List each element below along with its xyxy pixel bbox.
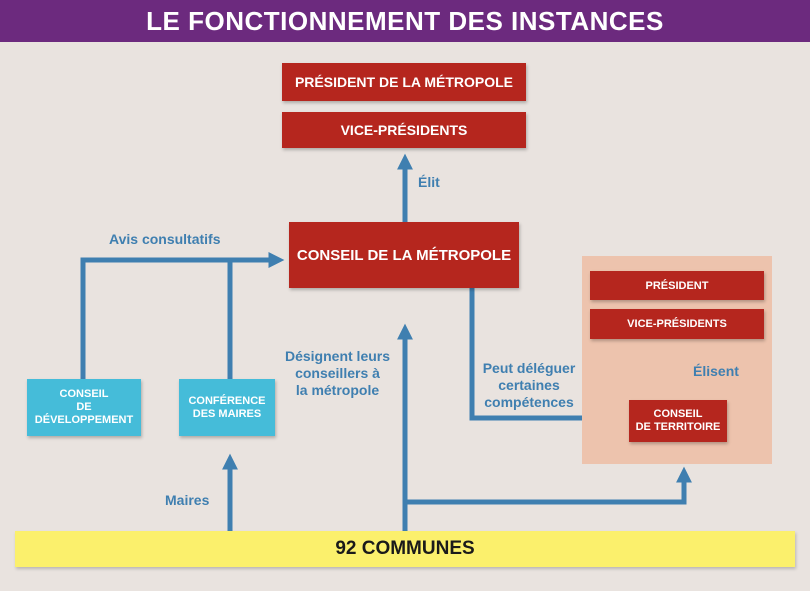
label-deleguer: Peut déléguer certaines compétences [482,360,576,410]
vice-presidents-box: VICE-PRÉSIDENTS [282,112,526,148]
label-avis-consultatifs: Avis consultatifs [109,231,221,247]
conseil-developpement-box: CONSEIL DE DÉVELOPPEMENT [27,379,141,436]
president-metropole-box: PRÉSIDENT DE LA MÉTROPOLE [282,63,526,101]
arrow-deleguer [469,288,615,427]
label-elisent: Élisent [693,363,739,379]
page-title: LE FONCTIONNEMENT DES INSTANCES [0,0,810,42]
label-elit: Élit [418,174,440,190]
label-maires: Maires [165,492,210,508]
arrow-avis-consultatifs [80,251,285,379]
label-designent: Désignent leurs conseillers à la métropo… [284,348,391,398]
territoire-vice-presidents-box: VICE-PRÉSIDENTS [590,309,764,339]
territoire-president-box: PRÉSIDENT [590,271,764,300]
communes-bar: 92 COMMUNES [15,531,795,567]
arrow-communes-to-territoire [405,466,693,505]
conseil-territoire-box: CONSEIL DE TERRITOIRE [629,400,727,442]
conseil-metropole-box: CONSEIL DE LA MÉTROPOLE [289,222,519,288]
conference-maires-box: CONFÉRENCE DES MAIRES [179,379,275,436]
